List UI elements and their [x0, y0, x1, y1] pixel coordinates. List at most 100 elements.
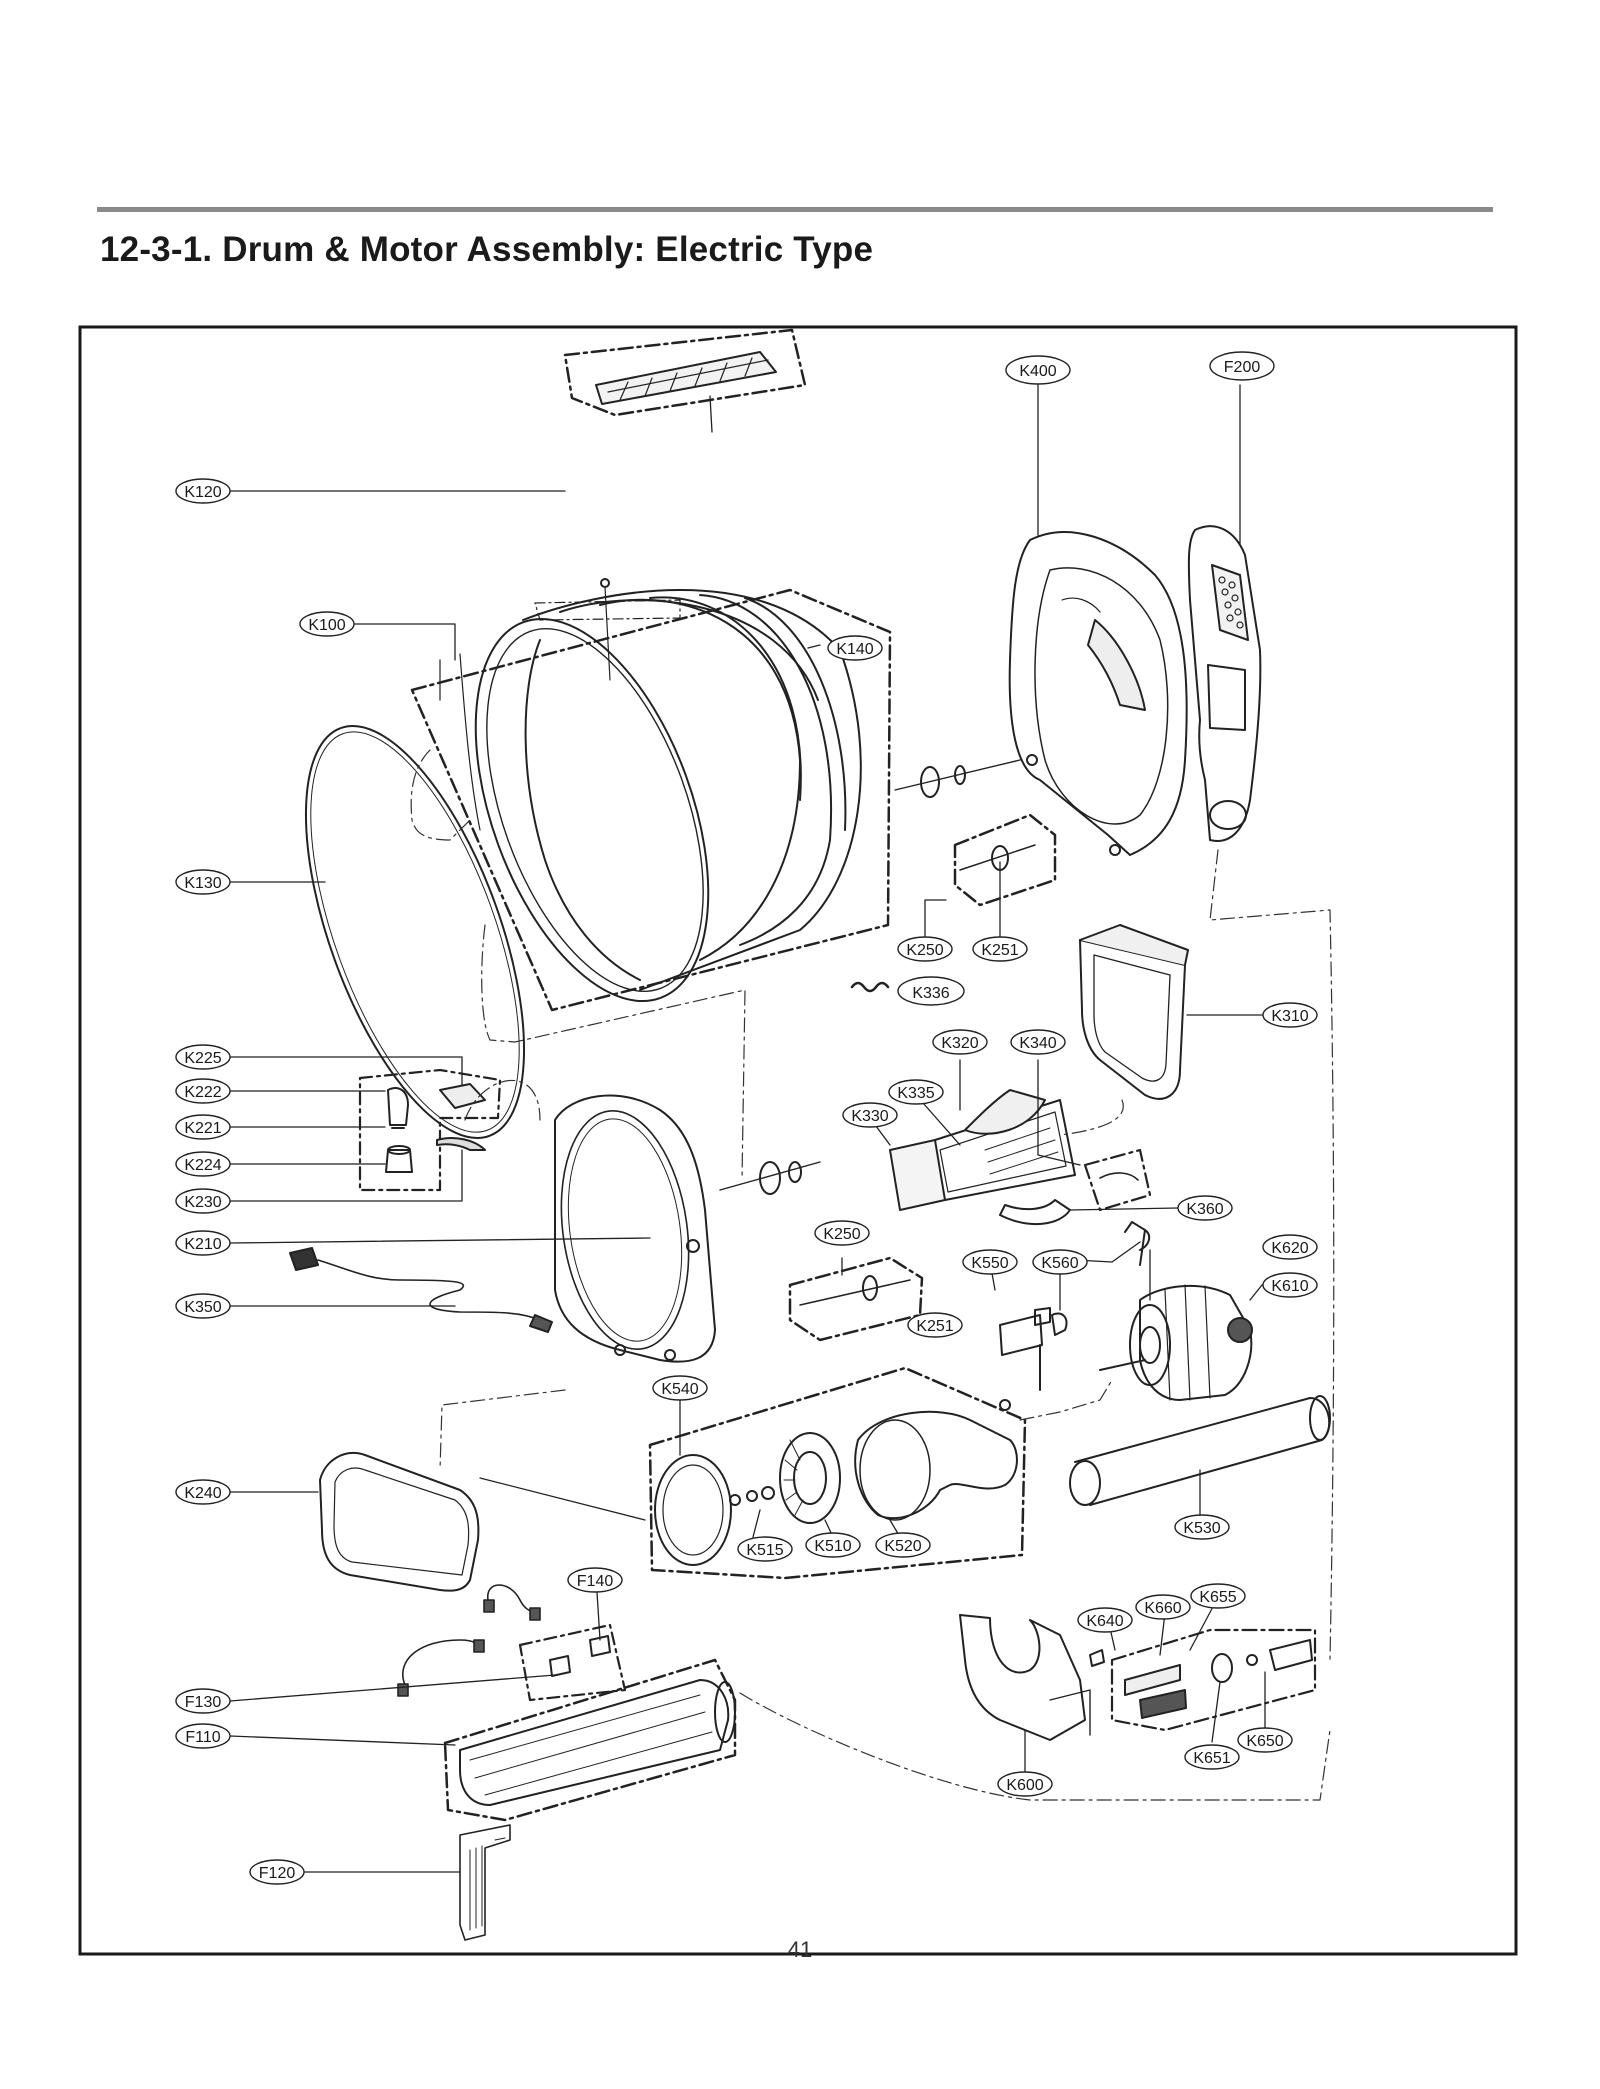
- callout-k336: K336: [897, 976, 965, 1006]
- drum-part: [410, 578, 892, 1012]
- callout-k640: K640: [1077, 1607, 1133, 1633]
- svg-text:K640: K640: [1086, 1613, 1123, 1630]
- callout-k251-lower: K251: [907, 1312, 963, 1338]
- callout-k530: K530: [1174, 1514, 1230, 1540]
- page-number: 41: [787, 1937, 813, 1962]
- callout-k650: K650: [1237, 1727, 1293, 1753]
- callout-k120: K120: [175, 478, 231, 504]
- callout-k400: K400: [1005, 355, 1071, 385]
- svg-text:K250: K250: [823, 1226, 860, 1243]
- svg-text:K240: K240: [184, 1485, 221, 1502]
- callout-k510: K510: [805, 1532, 861, 1558]
- callout-k330: K330: [842, 1102, 898, 1128]
- drive-motor-part: [1099, 1284, 1253, 1401]
- tension-spring-part: [850, 981, 890, 993]
- callout-k100: K100: [299, 611, 355, 637]
- svg-text:K330: K330: [851, 1108, 888, 1125]
- svg-text:K560: K560: [1041, 1255, 1078, 1272]
- svg-text:K620: K620: [1271, 1240, 1308, 1257]
- wire-harness-part: [289, 1247, 553, 1333]
- heater-housing-part: [443, 1658, 737, 1822]
- svg-text:K360: K360: [1186, 1201, 1223, 1218]
- callout-k221: K221: [175, 1114, 231, 1140]
- svg-text:K320: K320: [941, 1035, 978, 1052]
- svg-text:K221: K221: [184, 1120, 221, 1137]
- callout-leader-lines: [229, 384, 1266, 1873]
- lint-filter-part: [1079, 924, 1189, 1100]
- vent-bracket-part: [563, 328, 807, 417]
- rear-bulkhead-part: [1008, 531, 1188, 856]
- callout-k140: K140: [827, 635, 883, 661]
- page-title: 12-3-1. Drum & Motor Assembly: Electric …: [100, 230, 874, 269]
- upper-roller-part: [894, 759, 1057, 907]
- filter-housing-part: [889, 1089, 1152, 1226]
- callout-k651: K651: [1184, 1744, 1240, 1770]
- svg-text:K120: K120: [184, 484, 221, 501]
- callout-k250-lower: K250: [814, 1220, 870, 1246]
- svg-text:F200: F200: [1224, 359, 1261, 376]
- lower-roller-part: [719, 1161, 924, 1342]
- svg-text:K340: K340: [1019, 1035, 1056, 1052]
- blower-assembly-part: [648, 1366, 1027, 1580]
- callout-k224: K224: [175, 1151, 231, 1177]
- motor-clip-part: [1124, 1221, 1151, 1266]
- callout-k225: K225: [175, 1044, 231, 1070]
- svg-text:K350: K350: [184, 1299, 221, 1316]
- duct-panel-part: [1187, 525, 1262, 842]
- callout-k660: K660: [1135, 1594, 1191, 1620]
- callout-k230: K230: [175, 1188, 231, 1214]
- svg-text:K655: K655: [1199, 1589, 1236, 1606]
- heater-element-part: [459, 1824, 511, 1941]
- callout-k550: K550: [962, 1249, 1018, 1275]
- callout-f140: F140: [567, 1567, 623, 1593]
- callout-k610: K610: [1262, 1272, 1318, 1298]
- callout-k240: K240: [175, 1479, 231, 1505]
- callout-k655: K655: [1190, 1583, 1246, 1609]
- svg-text:K210: K210: [184, 1236, 221, 1253]
- svg-text:F140: F140: [577, 1573, 614, 1590]
- idler-assembly-part: [959, 1614, 1317, 1741]
- callout-k335: K335: [888, 1079, 944, 1105]
- front-bulkhead-part: [554, 1094, 716, 1363]
- svg-text:K140: K140: [836, 641, 873, 658]
- svg-text:K250: K250: [906, 942, 943, 959]
- callout-k250-upper: K250: [897, 936, 953, 962]
- svg-text:F130: F130: [185, 1694, 222, 1711]
- exhaust-duct-part: [1069, 1395, 1331, 1506]
- svg-text:K224: K224: [184, 1157, 221, 1174]
- callout-k540: K540: [652, 1375, 708, 1401]
- svg-text:K130: K130: [184, 875, 221, 892]
- callout-f130: F130: [175, 1688, 231, 1714]
- callout-k520: K520: [875, 1532, 931, 1558]
- callout-k600: K600: [997, 1771, 1053, 1797]
- svg-text:K230: K230: [184, 1194, 221, 1211]
- svg-text:K310: K310: [1271, 1008, 1308, 1025]
- svg-text:K510: K510: [814, 1538, 851, 1555]
- callout-k310: K310: [1262, 1002, 1318, 1028]
- top-rule: [97, 207, 1493, 212]
- svg-text:K530: K530: [1183, 1520, 1220, 1537]
- callout-k340: K340: [1010, 1029, 1066, 1055]
- svg-text:K660: K660: [1144, 1600, 1181, 1617]
- thermostats-part: [518, 1623, 627, 1702]
- callout-k222: K222: [175, 1078, 231, 1104]
- callout-k620: K620: [1262, 1234, 1318, 1260]
- callout-labels: K120 K100 K140 K130 K400 F200 K250 K251 …: [175, 351, 1318, 1885]
- svg-text:K222: K222: [184, 1084, 221, 1101]
- svg-text:K100: K100: [308, 617, 345, 634]
- callout-k251-upper: K251: [972, 936, 1028, 962]
- svg-text:K550: K550: [971, 1255, 1008, 1272]
- svg-text:K515: K515: [746, 1542, 783, 1559]
- drum-gasket-part: [304, 725, 526, 1139]
- svg-text:F110: F110: [185, 1729, 220, 1746]
- svg-text:K225: K225: [184, 1050, 221, 1067]
- svg-text:K650: K650: [1246, 1733, 1283, 1750]
- callout-k360: K360: [1177, 1195, 1233, 1221]
- callout-k350: K350: [175, 1293, 231, 1319]
- svg-text:F120: F120: [259, 1865, 296, 1882]
- svg-text:K610: K610: [1271, 1278, 1308, 1295]
- callout-f120: F120: [249, 1859, 305, 1885]
- svg-text:K651: K651: [1193, 1750, 1230, 1767]
- svg-text:K336: K336: [912, 985, 949, 1002]
